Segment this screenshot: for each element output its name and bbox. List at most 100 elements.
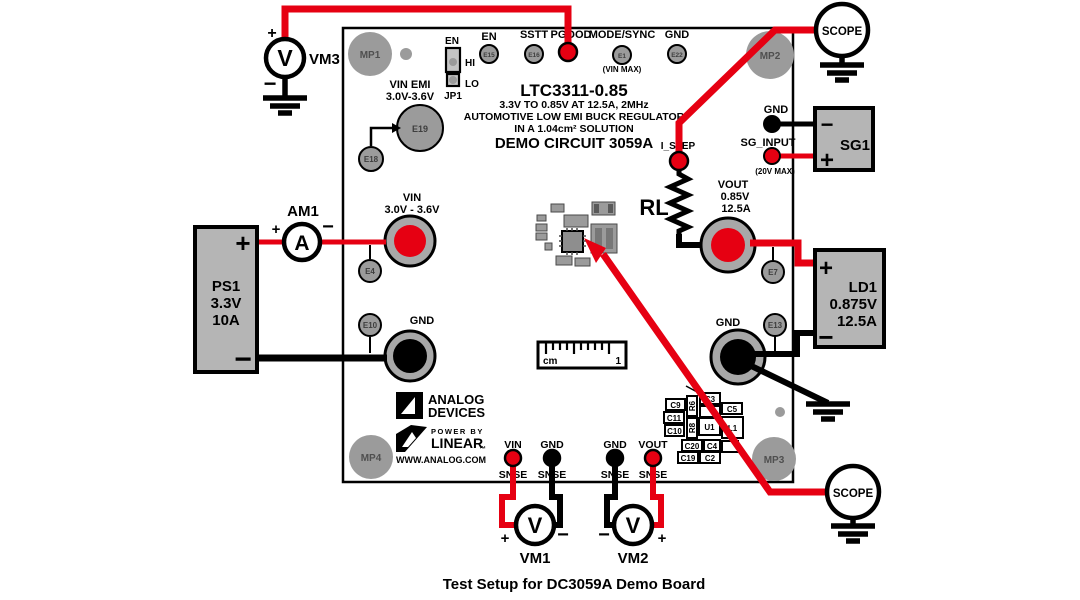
- am1-symbol: A: [294, 232, 309, 255]
- sstt-pad-name: E16: [528, 52, 540, 59]
- vm3-symbol: V: [277, 45, 293, 71]
- power-supply-ps1: + PS1 3.3V 10A −: [193, 225, 259, 376]
- comp-label: L1: [728, 424, 738, 433]
- gnd-left-label: GND: [410, 315, 435, 327]
- vout-volts: 0.85V: [721, 191, 750, 203]
- am1-body: [281, 221, 323, 263]
- scope-bottom-ground-icon: [831, 518, 875, 544]
- voltmeter-vm2: V − + VM2: [598, 503, 667, 567]
- gnd-right-label: GND: [716, 317, 741, 329]
- vm1-body: [513, 503, 557, 547]
- vm2-label: VM2: [618, 550, 649, 567]
- istep-pad: [668, 150, 690, 172]
- ld1-current: 12.5A: [837, 313, 877, 330]
- scope-bottom-label: SCOPE: [833, 488, 874, 500]
- mp1-label: MP1: [360, 50, 381, 61]
- vm1-symbol: V: [528, 513, 543, 538]
- load-section: I_STEP RL VOUT 0.85V 12.5A E7: [639, 141, 785, 284]
- scope-top-ground-icon: [820, 56, 864, 83]
- jumper-name: JP1: [444, 91, 462, 102]
- vin-emi-label: VIN EMI: [390, 79, 431, 91]
- scope-bottom: SCOPE: [824, 463, 882, 544]
- voltmeter-vm1: V + − VM1: [501, 503, 569, 567]
- am1-label: AM1: [287, 203, 319, 220]
- gnd-left-terminal-center: [393, 339, 427, 373]
- figure-caption: Test Setup for DC3059A Demo Board: [443, 576, 706, 593]
- vm1-label: VM1: [520, 550, 551, 567]
- e7-pad: [761, 260, 785, 284]
- vout-amps: 12.5A: [721, 203, 750, 215]
- sg1-plus: +: [820, 147, 834, 174]
- vin-terminal-center: [394, 225, 426, 257]
- pgood-pad: [557, 41, 579, 63]
- via-dot: [775, 407, 785, 417]
- gnd-snse1-pad: [542, 448, 562, 468]
- rl-to-vout-wire: [676, 234, 706, 248]
- ruler-mark: 1: [615, 356, 621, 367]
- vin-label: VIN: [403, 192, 421, 204]
- en-pad-name: E15: [483, 52, 495, 59]
- ps1-body: [193, 225, 259, 374]
- gnd-snse1-label: GND: [540, 439, 564, 451]
- signal-generator-sg1: − SG1 +: [813, 106, 875, 174]
- sg1-body: [813, 106, 875, 172]
- ld1-name: LD1: [849, 279, 877, 296]
- e4-pad: [358, 259, 382, 283]
- rl-resistor: [663, 168, 695, 236]
- comp-label: C5: [727, 405, 738, 414]
- sg1-label: SG1: [840, 137, 870, 154]
- am1-plus: +: [272, 221, 281, 238]
- vin-snse-label: VIN: [504, 439, 522, 451]
- gnd-to-earth-wire: [739, 358, 830, 406]
- comp-label: C19: [681, 454, 696, 463]
- ruler-ticks: [544, 342, 611, 354]
- vm3-to-pgood-wire: [281, 5, 572, 44]
- e18-e19-arrow: [369, 126, 392, 146]
- e7-label: E7: [768, 268, 778, 277]
- vin-snse-to-vm1-wire: [499, 466, 516, 528]
- vm1-minus: −: [557, 524, 569, 546]
- vout-snse-label: VOUT: [638, 439, 668, 451]
- e13-label: E13: [768, 321, 783, 330]
- comp-label: C10: [667, 427, 682, 436]
- mp2-label: MP2: [760, 51, 781, 62]
- scope-top-to-istep-wire: [675, 26, 816, 153]
- board-ground-icon: [806, 401, 850, 422]
- logo-analog: ANALOG: [428, 392, 484, 407]
- e10-pad: [358, 313, 382, 337]
- comp-label: R8: [688, 422, 697, 433]
- board-demo-circuit: DEMO CIRCUIT 3059A: [495, 135, 654, 152]
- sense-pin-row: VIN GND GND VOUT SNSE SNSE SNSE SNSE: [499, 439, 668, 481]
- board-spec-line: 3.3V TO 0.85V AT 12.5A, 2MHz: [499, 99, 648, 111]
- ruler-unit: cm: [543, 356, 558, 367]
- linear-tech-logo-notch: [402, 432, 416, 447]
- e18-e19-arrowhead: [392, 123, 401, 133]
- jumper-shunt-hi: [449, 58, 457, 66]
- ps1-current: 10A: [212, 312, 240, 329]
- ic-cluster: [535, 201, 618, 267]
- gnd-top-pin-label: GND: [665, 29, 690, 41]
- rl-label: RL: [639, 195, 668, 220]
- vm2-body: [611, 503, 655, 547]
- jumper-shunt-lo: [449, 76, 457, 84]
- vm3-label: VM3: [309, 51, 340, 68]
- vm2-plus: +: [658, 530, 667, 547]
- ld1-plus: +: [819, 255, 833, 282]
- e18-label: E18: [364, 155, 379, 164]
- sg-input-note: (20V MAX): [755, 167, 795, 176]
- jumper-jp1: EN HI LO JP1: [444, 36, 479, 102]
- ps1-plus: +: [235, 228, 250, 258]
- en-pin-label: EN: [481, 31, 496, 43]
- board-part-number: LTC3311-0.85: [520, 81, 627, 100]
- scope-bottom-probe-wire: [600, 251, 827, 496]
- sg-gnd-pad: [763, 115, 781, 133]
- board-desc-line2: IN A 1.04cm² SOLUTION: [514, 123, 633, 135]
- via-dot: [400, 48, 412, 60]
- ps1-minus: −: [234, 343, 252, 376]
- wiring: [257, 5, 830, 528]
- gnd-to-ld1-wire: [738, 330, 813, 357]
- sg-gnd-label: GND: [764, 104, 789, 116]
- jumper-en-label: EN: [445, 36, 459, 47]
- vm2-symbol: V: [626, 513, 641, 538]
